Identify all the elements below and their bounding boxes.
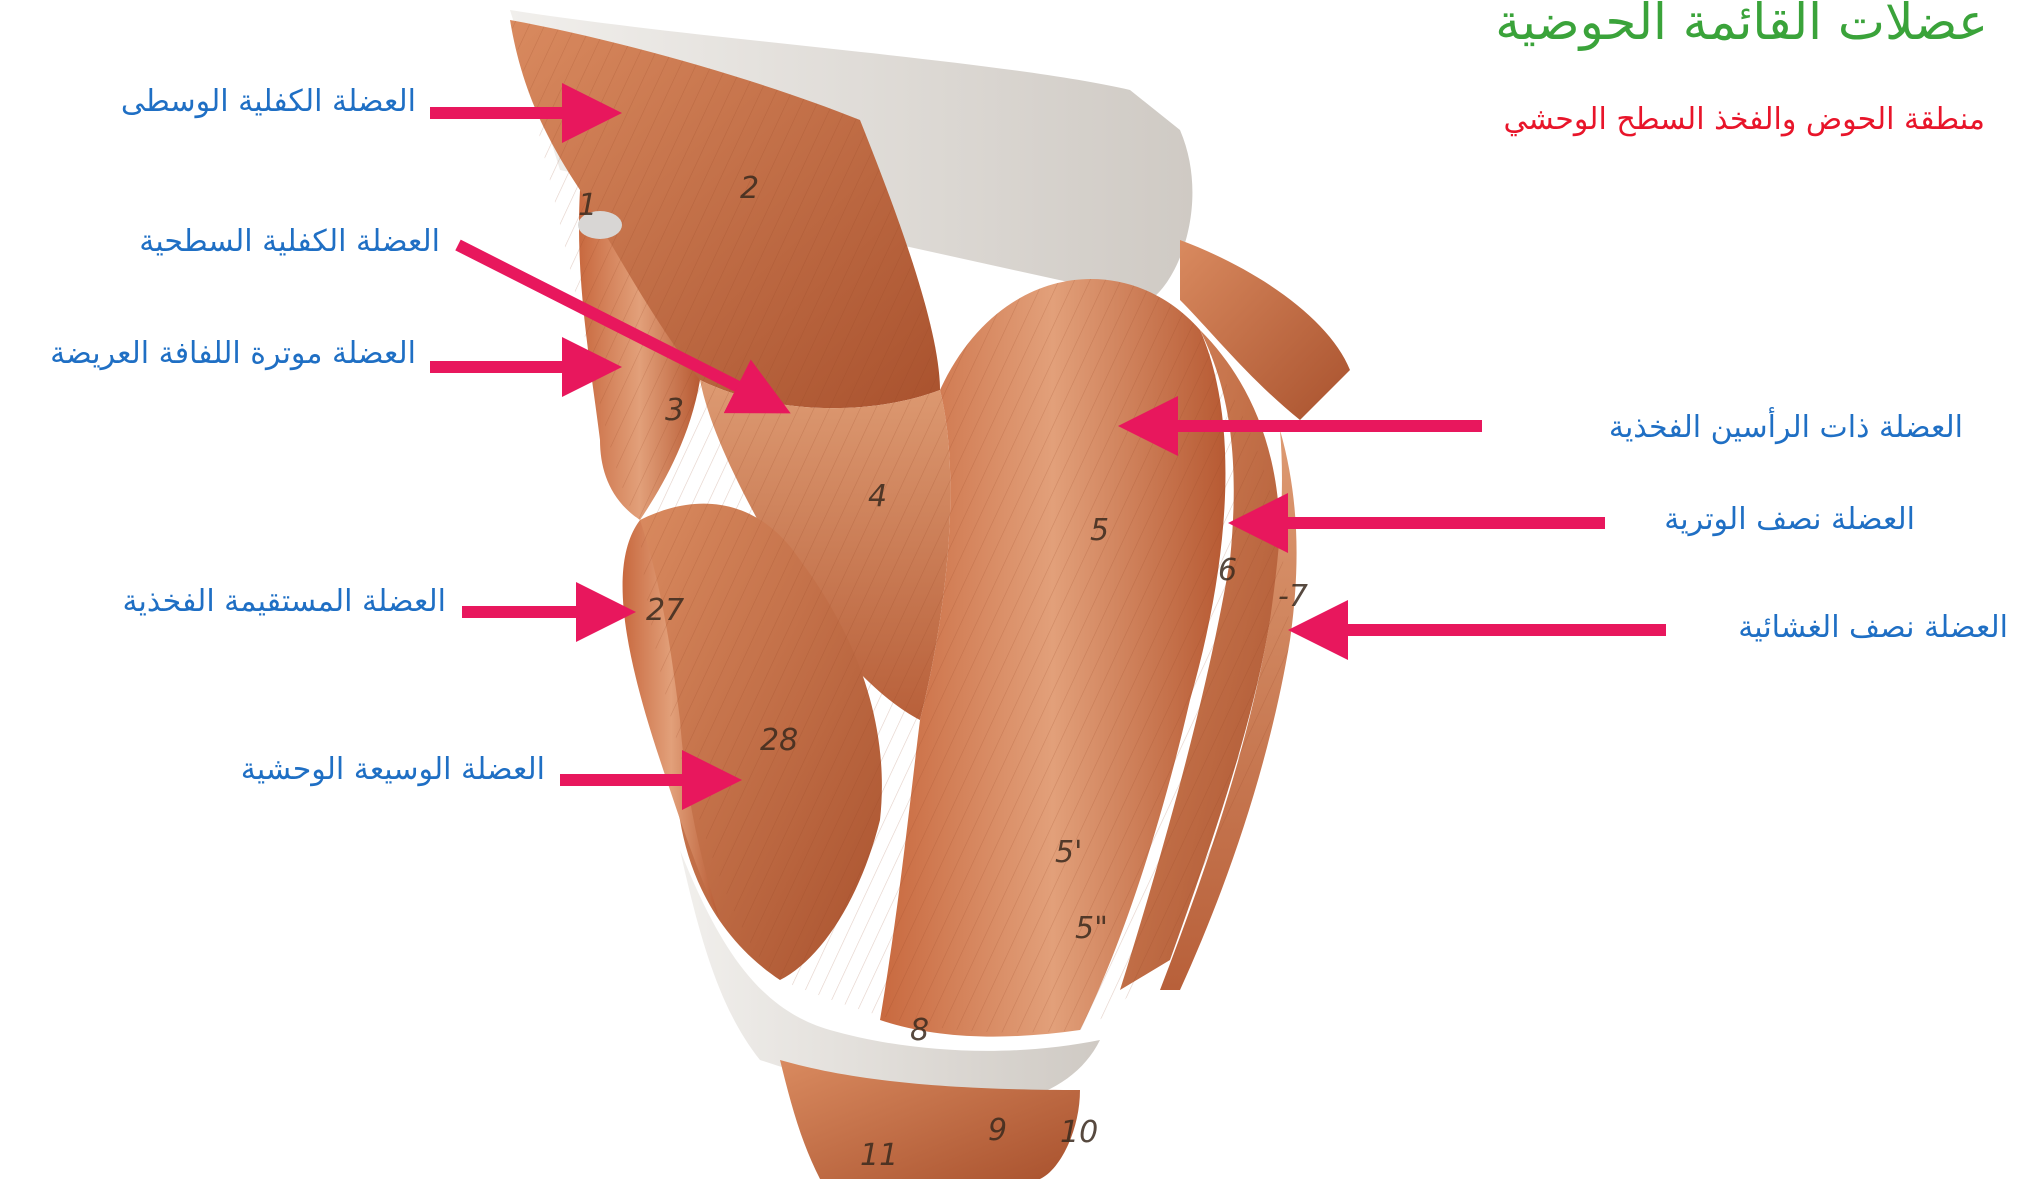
label-semimembranosus: العضلة نصف الغشائية <box>1738 608 2008 648</box>
label-tensor-fasciae-latae: العضلة موترة اللفافة العريضة <box>50 334 416 374</box>
number-5-prime: 5' <box>1055 835 1082 870</box>
diagram-subtitle: منطقة الحوض والفخذ السطح الوحشي <box>1504 100 1986 140</box>
number-5: 5 <box>1090 513 1109 548</box>
number-5-double-prime: 5" <box>1075 911 1108 946</box>
label-semitendinosus: العضلة نصف الوترية <box>1664 500 1915 540</box>
muscle-illustration <box>510 10 1350 1179</box>
number-6: 6 <box>1218 553 1237 588</box>
number-1: 1 <box>578 188 597 223</box>
number-4: 4 <box>868 479 887 514</box>
number-7: -7 <box>1278 579 1308 614</box>
number-3: 3 <box>665 393 684 428</box>
number-27: 27 <box>646 593 684 628</box>
label-rectus-femoris: العضلة المستقيمة الفخذية <box>122 582 446 622</box>
number-2: 2 <box>740 171 759 206</box>
label-gluteus-medius: العضلة الكفلية الوسطى <box>121 82 416 122</box>
label-biceps-femoris: العضلة ذات الرأسين الفخذية <box>1609 408 1963 448</box>
number-9: 9 <box>988 1113 1007 1148</box>
label-vastus-lateralis: العضلة الوسيعة الوحشية <box>241 750 545 790</box>
number-10: 10 <box>1060 1115 1098 1150</box>
label-gluteus-superficialis: العضلة الكفلية السطحية <box>139 222 440 262</box>
number-8: 8 <box>910 1013 929 1048</box>
number-11: 11 <box>860 1138 898 1173</box>
diagram-title: عضلات القائمة الحوضية <box>1495 0 1988 52</box>
number-28: 28 <box>760 723 798 758</box>
